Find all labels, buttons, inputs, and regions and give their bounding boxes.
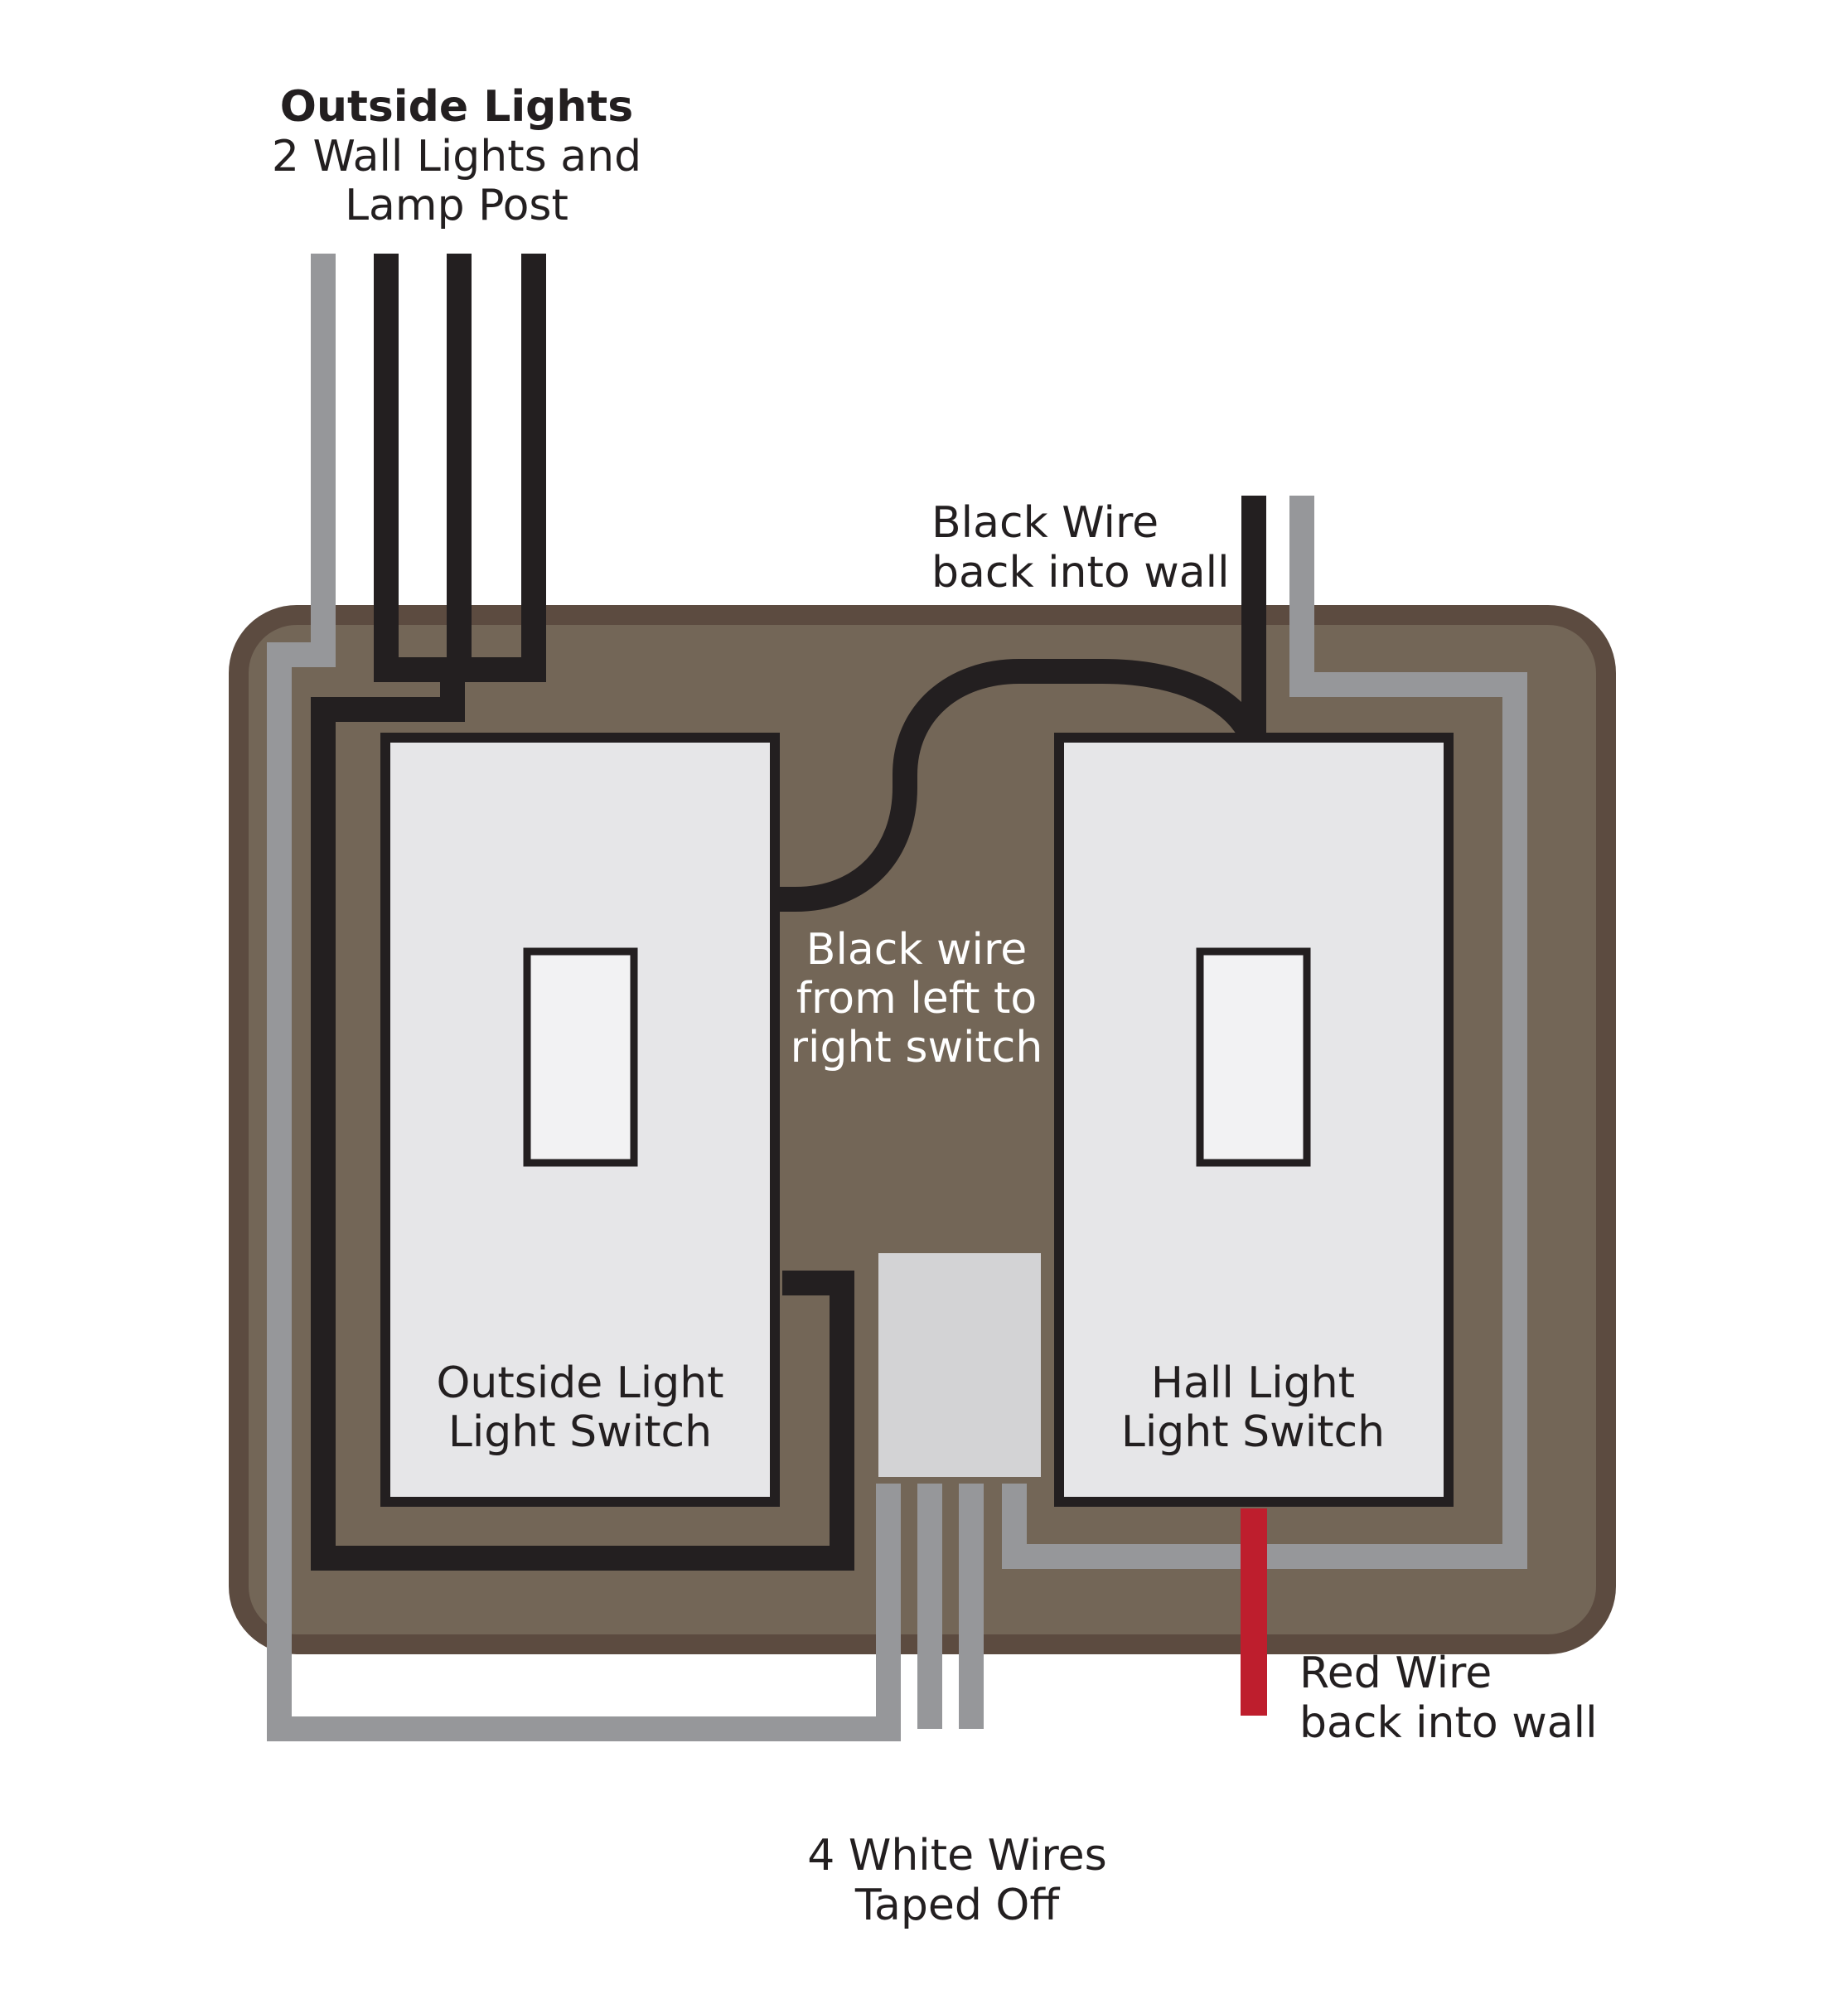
white-wires-label-line1: 4 White Wires [807,1831,1106,1881]
left-switch-toggle [523,947,638,1167]
jumper-label-line2: from left to [796,974,1038,1024]
red-wire-label-line1: Red Wire [1299,1648,1492,1698]
wire-nut [878,1253,1041,1477]
left-switch-label-line2: Light Switch [448,1407,712,1457]
white-wires-label-line2: Taped Off [854,1881,1060,1930]
right-switch-label-line1: Hall Light [1151,1358,1355,1408]
jumper-label-line1: Black wire [806,925,1027,975]
right-switch-label-line2: Light Switch [1121,1407,1385,1457]
white-wire-hall [1002,496,1527,1569]
outside-lights-line2: Lamp Post [345,181,568,230]
white-wire-outside [267,254,901,1741]
black-wire-left-loop [311,670,854,1571]
black-wire-jumper [779,659,1265,912]
outside-lights-title: Outside Lights [280,82,633,132]
black-wire-label-line1: Black Wire [931,498,1159,548]
red-wire-label-line2: back into wall [1299,1698,1598,1748]
outside-lights-line1: 2 Wall Lights and [272,132,641,182]
left-switch-label-line1: Outside Light [436,1358,723,1408]
black-wire-label-line2: back into wall [931,548,1230,598]
right-switch-toggle [1196,947,1311,1167]
jumper-label-line3: right switch [791,1023,1043,1072]
